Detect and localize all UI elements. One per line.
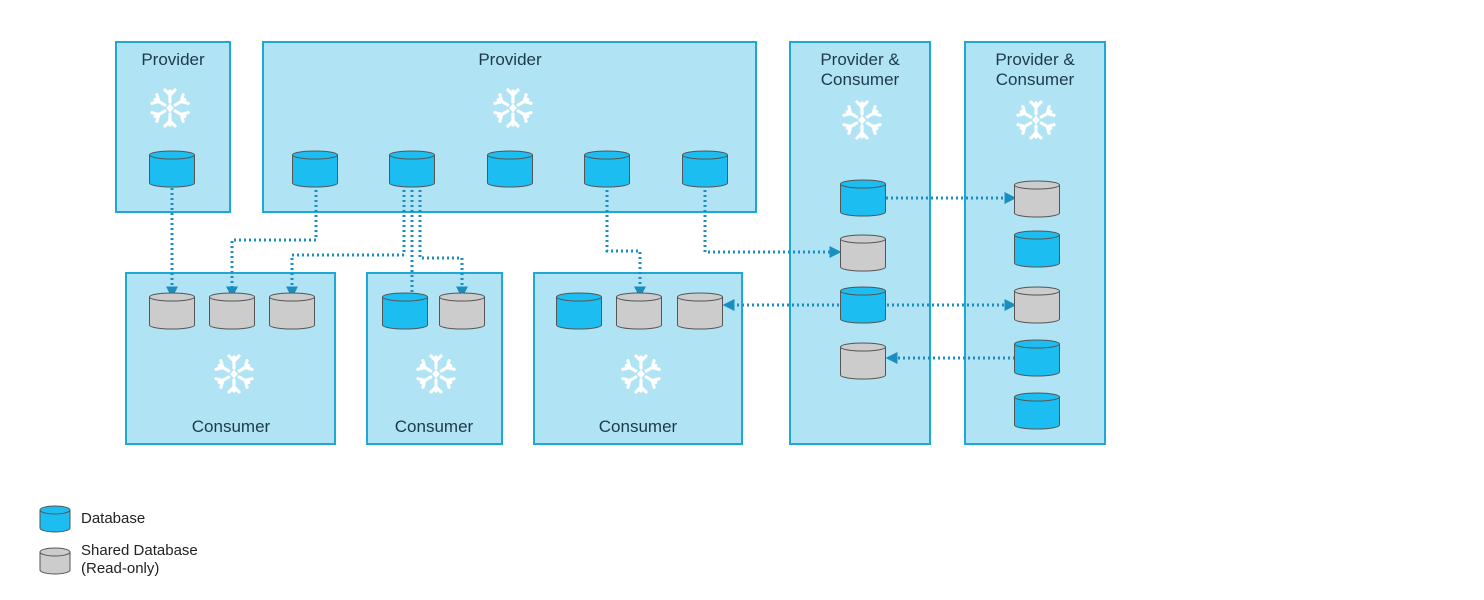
connector — [605, 185, 646, 299]
connector — [286, 185, 406, 299]
database-icon — [1014, 392, 1060, 430]
legend-database-icon — [39, 505, 71, 533]
shared-database-icon — [677, 292, 723, 330]
shared-database-icon — [39, 547, 71, 575]
container-label: Consumer — [599, 417, 678, 436]
database-icon — [1014, 230, 1060, 268]
shared-database-icon — [1014, 180, 1060, 218]
container-label: Provider — [478, 50, 542, 69]
container-label-line2: Consumer — [821, 70, 900, 89]
database-icon — [149, 150, 195, 188]
database-icon — [1014, 339, 1060, 377]
legend-shared-label-line2: (Read-only) — [81, 560, 159, 577]
database-icon — [840, 179, 886, 217]
connector — [703, 185, 842, 258]
shared-database-icon — [840, 342, 886, 380]
shared-database-icon — [149, 292, 195, 330]
container-label-line1: Provider & — [995, 50, 1075, 69]
legend-database-label: Database — [81, 510, 145, 527]
database-icon — [556, 292, 602, 330]
connector — [226, 185, 318, 299]
container-label: Consumer — [192, 417, 271, 436]
shared-database-icon — [439, 292, 485, 330]
legend: Database Shared Database (Read-only) — [39, 505, 198, 577]
database-icon — [840, 286, 886, 324]
container-label: Provider — [141, 50, 205, 69]
database-icon — [682, 150, 728, 188]
container-label-line2: Consumer — [996, 70, 1075, 89]
database-icon — [487, 150, 533, 188]
shared-database-icon — [840, 234, 886, 272]
container-label: Consumer — [395, 417, 474, 436]
connectors — [166, 183, 1017, 364]
container-label-line1: Provider & — [820, 50, 900, 69]
database-icon — [389, 150, 435, 188]
database-icon — [39, 505, 71, 533]
shared-database-icon — [269, 292, 315, 330]
databases — [149, 150, 1060, 430]
legend-shared-database-icon — [39, 547, 71, 575]
shared-database-icon — [616, 292, 662, 330]
connector — [418, 185, 468, 299]
legend-shared-label-line1: Shared Database — [81, 542, 198, 559]
database-icon — [292, 150, 338, 188]
shared-database-icon — [209, 292, 255, 330]
database-icon — [382, 292, 428, 330]
database-icon — [584, 150, 630, 188]
shared-database-icon — [1014, 286, 1060, 324]
